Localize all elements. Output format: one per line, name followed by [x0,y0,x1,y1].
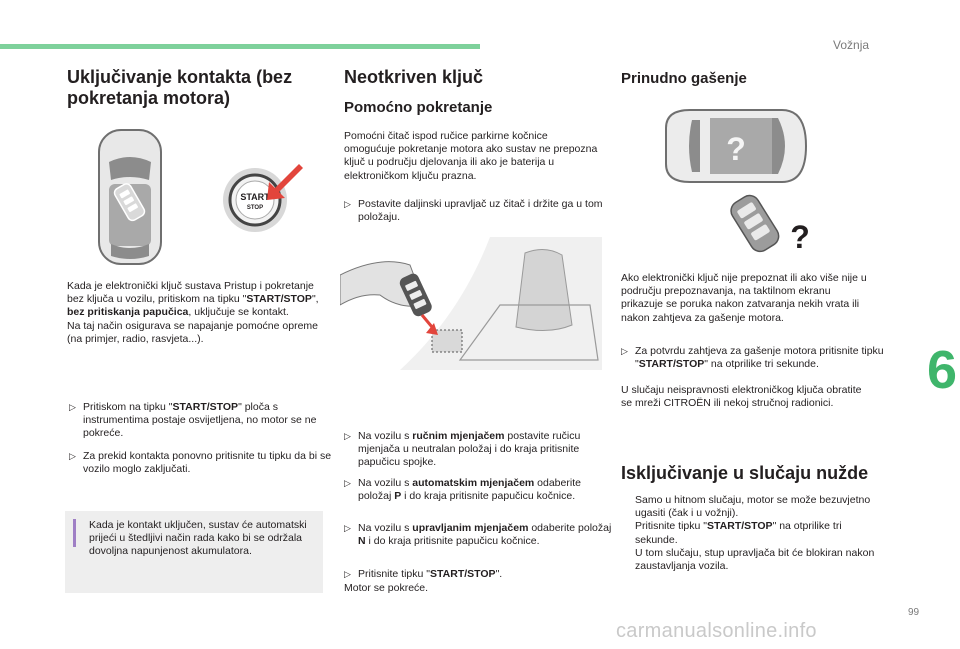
press-arrow-icon [267,164,303,200]
col1-bullet-1: ▷ Pritiskom na tipku "START/STOP" ploča … [69,401,317,440]
col3-title: Prinudno gašenje [621,70,747,87]
col3-paragraph: Ako elektronički ključ nije prepoznat il… [621,272,867,324]
key-fob-illustration: ? [730,194,810,255]
arrow-bullet-icon: ▷ [344,478,351,488]
col2-title: Neotkriven ključ [344,67,484,87]
start-stop-button-illustration: START STOP [223,164,303,232]
col3-bullet-1: ▷ Za potvrdu zahtjeva za gašenje motora … [621,345,884,371]
col2-bullet-3: ▷ Na vozilu s automatskim mjenjačem odab… [344,477,581,503]
header-accent-bar [0,44,480,49]
arrow-icon [426,323,438,335]
question-mark-icon: ? [790,219,810,255]
info-icon [73,519,76,547]
col2-bullet-4: ▷ Na vozilu s upravljanim mjenjačem odab… [344,522,612,548]
col3-emergency-text: Samo u hitnom slučaju, motor se može bez… [635,494,875,573]
watermark: carmanualsonline.info [616,620,817,642]
arrow-bullet-icon: ▷ [69,402,76,412]
stop-label: STOP [247,205,263,211]
car-key-inside-illustration [98,129,162,265]
arrow-bullet-icon: ▷ [621,346,628,356]
col3-paragraph-2: U slučaju neispravnosti elektroničkog kl… [621,384,862,410]
arrow-bullet-icon: ▷ [344,431,351,441]
page-number: 99 [908,607,920,618]
arrow-bullet-icon: ▷ [344,199,351,209]
col2-subtitle: Pomoćno pokretanje [344,99,493,116]
col2-bullet-5: ▷ Pritisnite tipku "START/STOP". [344,568,503,580]
start-label: START [240,192,270,202]
arrow-bullet-icon: ▷ [69,451,76,461]
info-box: Kada je kontakt uključen, sustav će auto… [65,511,323,593]
chapter-number: 6 [926,340,958,400]
col2-paragraph: Pomoćni čitač ispod ručice parkirne kočn… [344,130,598,182]
col1-bullet-2: ▷ Za prekid kontakta ponovno pritisnite … [69,450,332,476]
question-mark-icon: ? [726,131,746,167]
arrow-bullet-icon: ▷ [344,569,351,579]
col2-bullet-2: ▷ Na vozilu s ručnim mjenjačem postavite… [344,430,581,469]
section-label: Vožnja [833,38,870,52]
col2-bullet-1: ▷ Postavite daljinski upravljač uz čitač… [344,198,603,224]
car-topview-illustration: ? [665,109,808,183]
col1-paragraph: Kada je elektronički ključ sustava Prist… [67,280,319,345]
arrow-bullet-icon: ▷ [344,523,351,533]
col3-title-2: Isključivanje u slučaju nužde [621,463,869,483]
col2-final-line: Motor se pokreće. [344,582,429,594]
col1-title: Uključivanje kontakta (bez pokretanja mo… [67,67,293,108]
key-reader-illustration [340,237,602,370]
